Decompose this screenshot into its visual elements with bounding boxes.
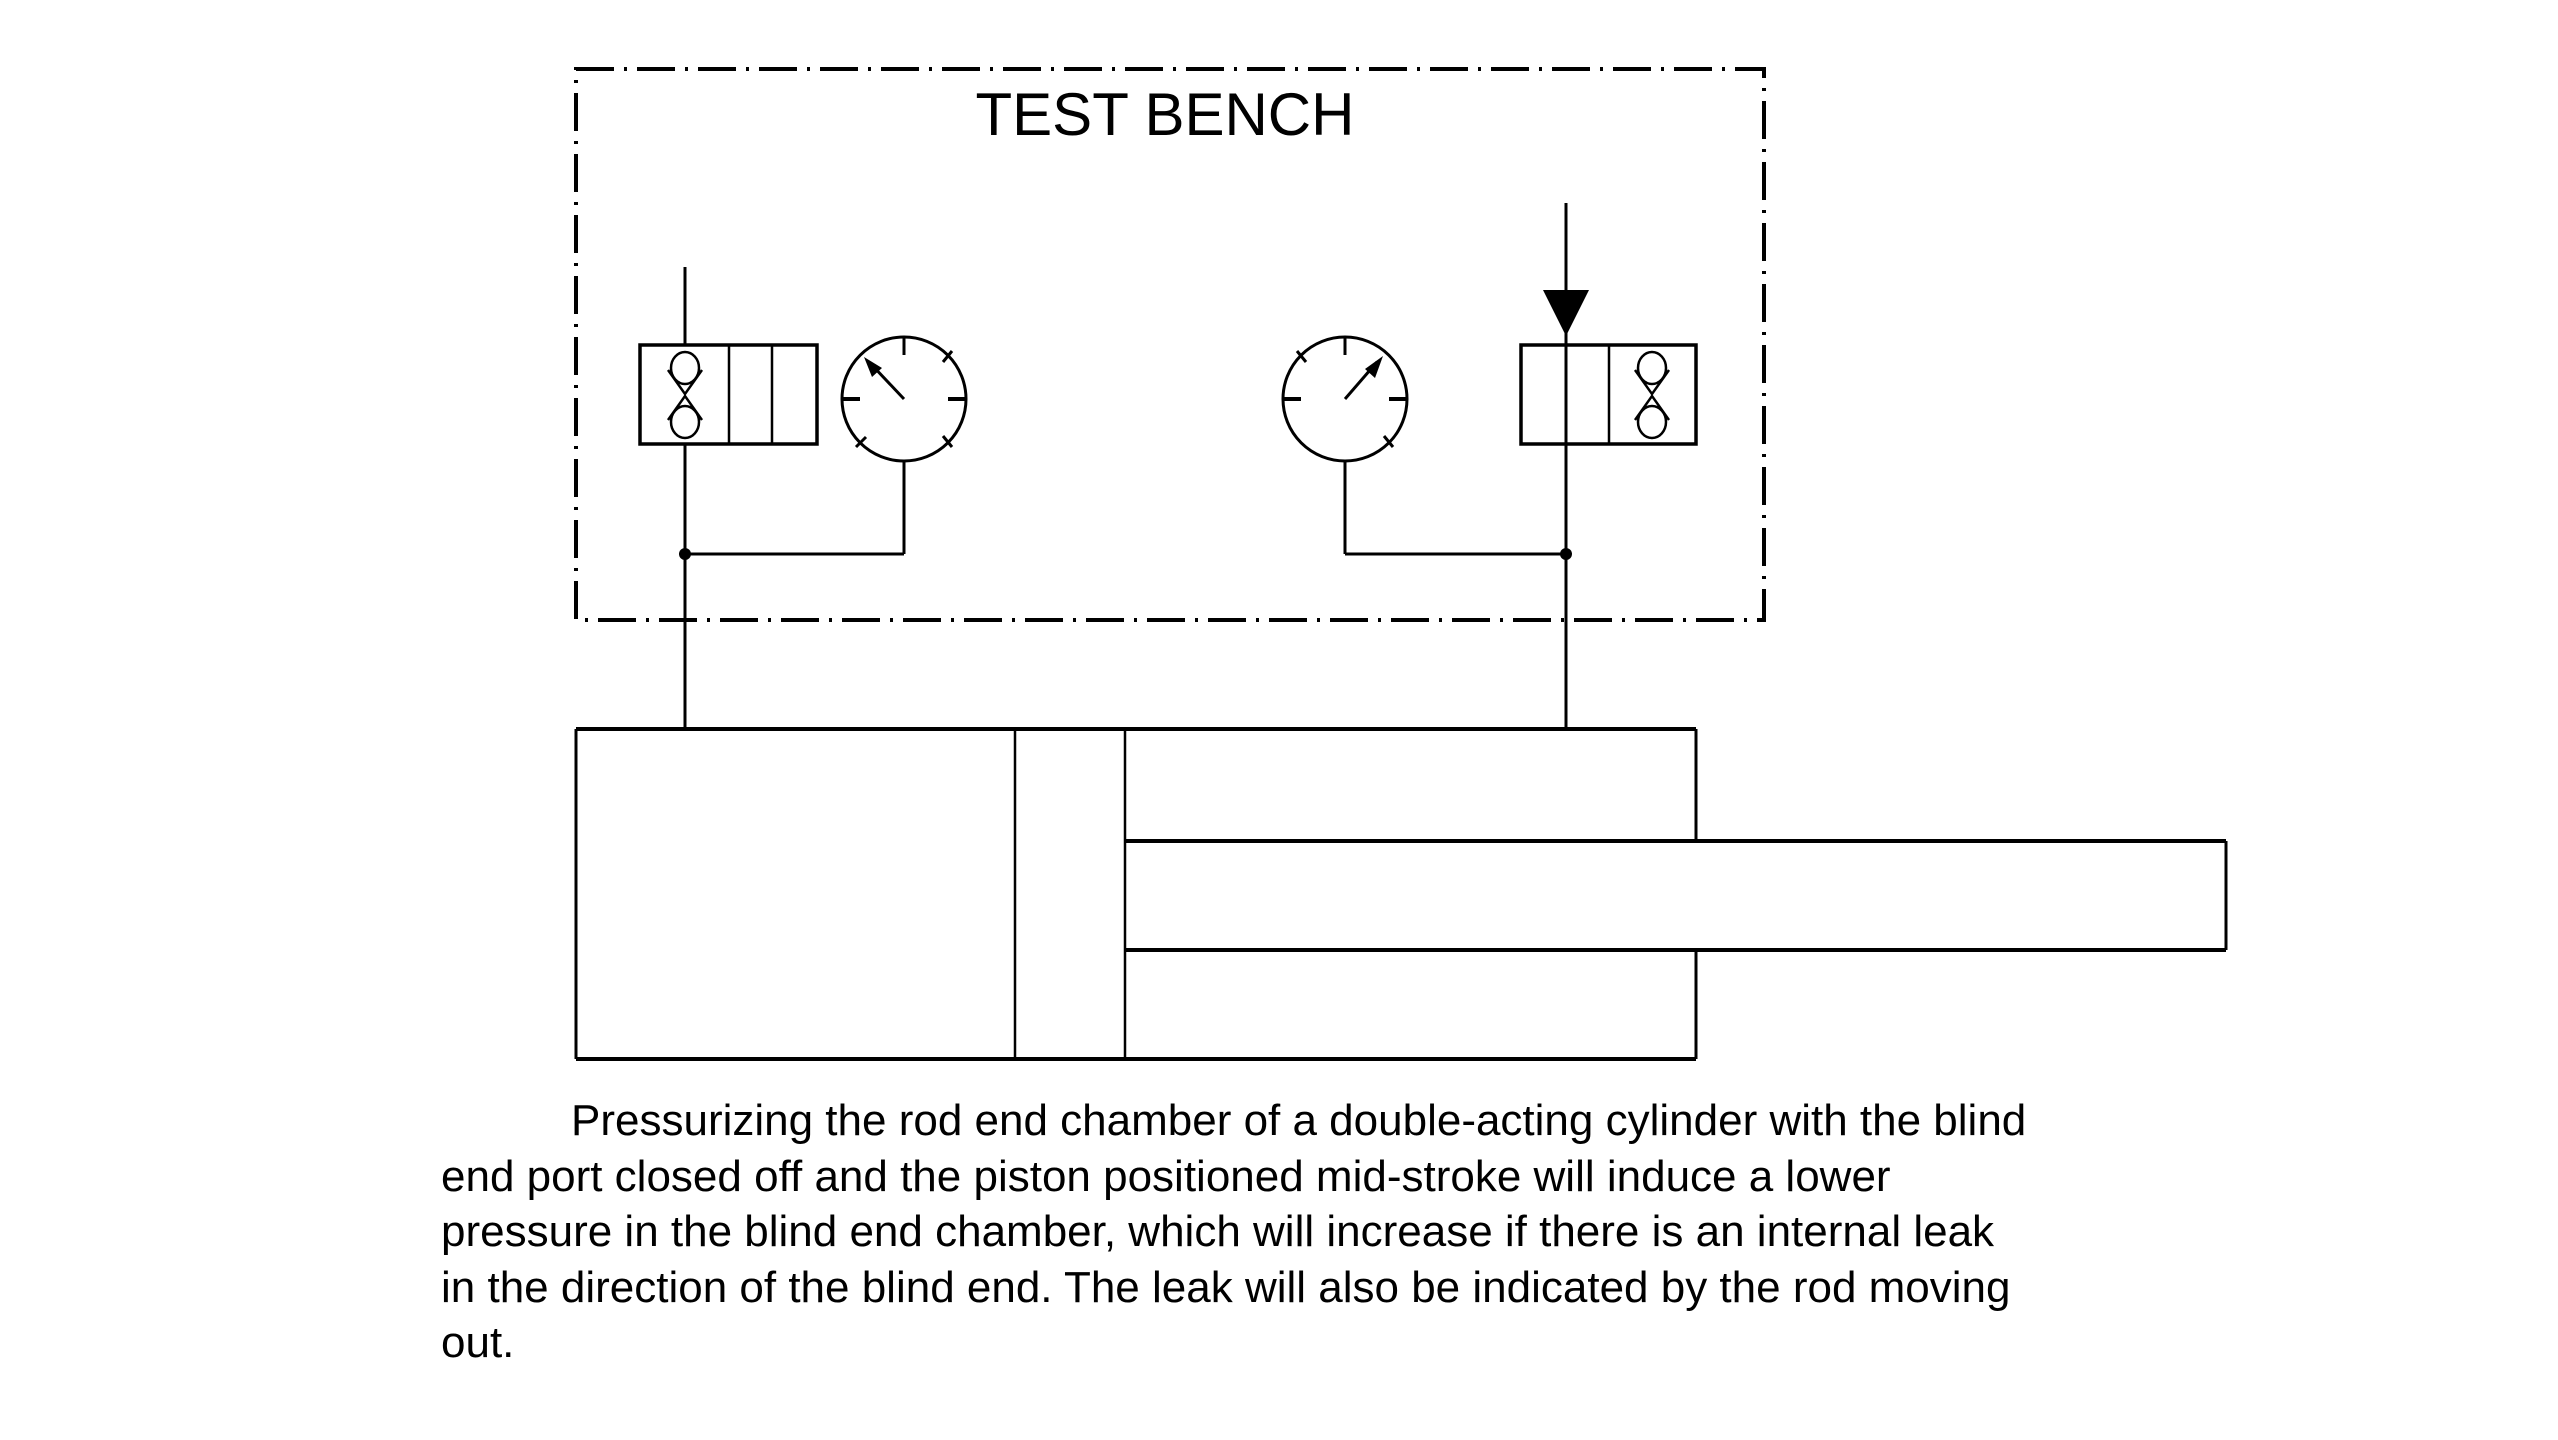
test-bench-title: TEST BENCH xyxy=(976,81,1355,148)
caption-paragraph: Pressurizing the rod end chamber of a do… xyxy=(441,1093,2121,1371)
right-pressure-gauge xyxy=(1281,335,1409,463)
check-valve-icon xyxy=(666,350,704,440)
piston-rod xyxy=(1125,839,2228,952)
check-valve-icon xyxy=(1633,350,1671,440)
caption-line: in the direction of the blind end. The l… xyxy=(441,1262,2011,1312)
caption-line: Pressurizing the rod end chamber of a do… xyxy=(571,1096,2027,1145)
right-check-valve-block xyxy=(1519,343,1698,446)
caption-line: pressure in the blind end chamber, which… xyxy=(441,1207,1995,1256)
double-acting-cylinder xyxy=(574,727,2228,1061)
caption-line: out. xyxy=(441,1318,515,1367)
left-pressure-gauge xyxy=(840,335,968,463)
test-bench-boundary xyxy=(574,67,1766,622)
left-check-valve-block xyxy=(638,343,819,446)
caption-line: end port closed off and the piston posit… xyxy=(441,1151,1891,1201)
piston xyxy=(1013,729,1127,1059)
pressure-arrow-icon xyxy=(1543,290,1589,336)
left-junction-dot xyxy=(679,548,691,560)
